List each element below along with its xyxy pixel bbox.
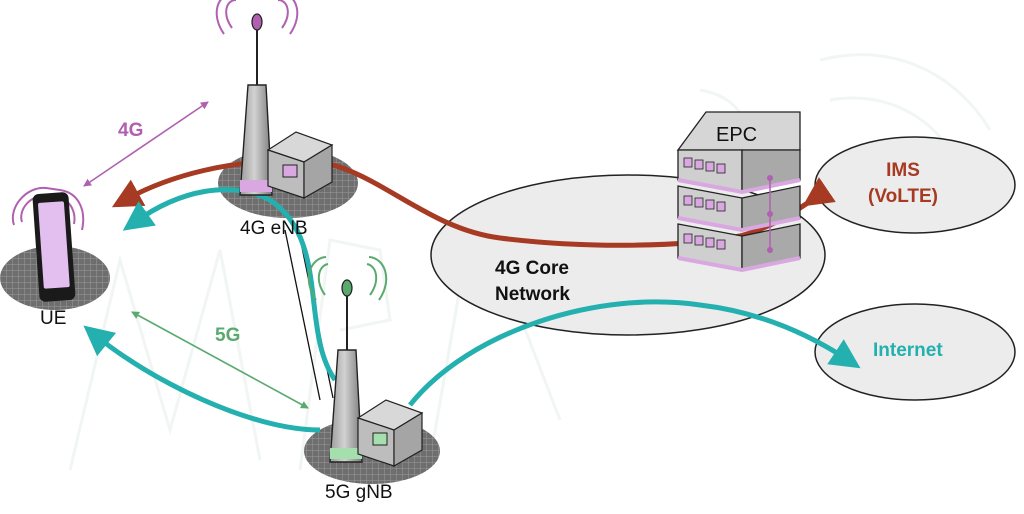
internet-ellipse <box>814 303 1016 401</box>
epc-server-icon <box>676 111 801 273</box>
nr-ue-path <box>83 325 321 433</box>
epc-label: EPC <box>716 124 758 146</box>
core-network-label-line-1: 4G Core <box>495 258 569 279</box>
ue-phone-icon <box>11 186 85 302</box>
core-network-label-line-2: Network <box>495 284 570 305</box>
internet-label: Internet <box>873 340 943 361</box>
lte-data-path <box>111 157 836 248</box>
core-network-label: 4G Core Network <box>495 256 570 308</box>
lte-link-label: 4G <box>118 120 144 141</box>
lte-radio-link <box>83 101 209 187</box>
nr-internet-path <box>408 299 861 407</box>
enb-tower-icon <box>215 0 334 200</box>
ims-label-line-2: (VoLTE) <box>868 186 938 207</box>
gnb-label: 5G gNB <box>325 482 393 503</box>
nr-radio-link <box>131 311 309 409</box>
gnb-tower-icon <box>307 256 424 468</box>
ims-label: IMS (VoLTE) <box>868 158 938 210</box>
enb-label: 4G eNB <box>240 218 308 239</box>
nr-enb-path <box>122 187 338 382</box>
ue-label: UE <box>40 308 67 329</box>
nr-link-label: 5G <box>215 325 241 346</box>
ims-label-line-1: IMS <box>886 160 920 181</box>
